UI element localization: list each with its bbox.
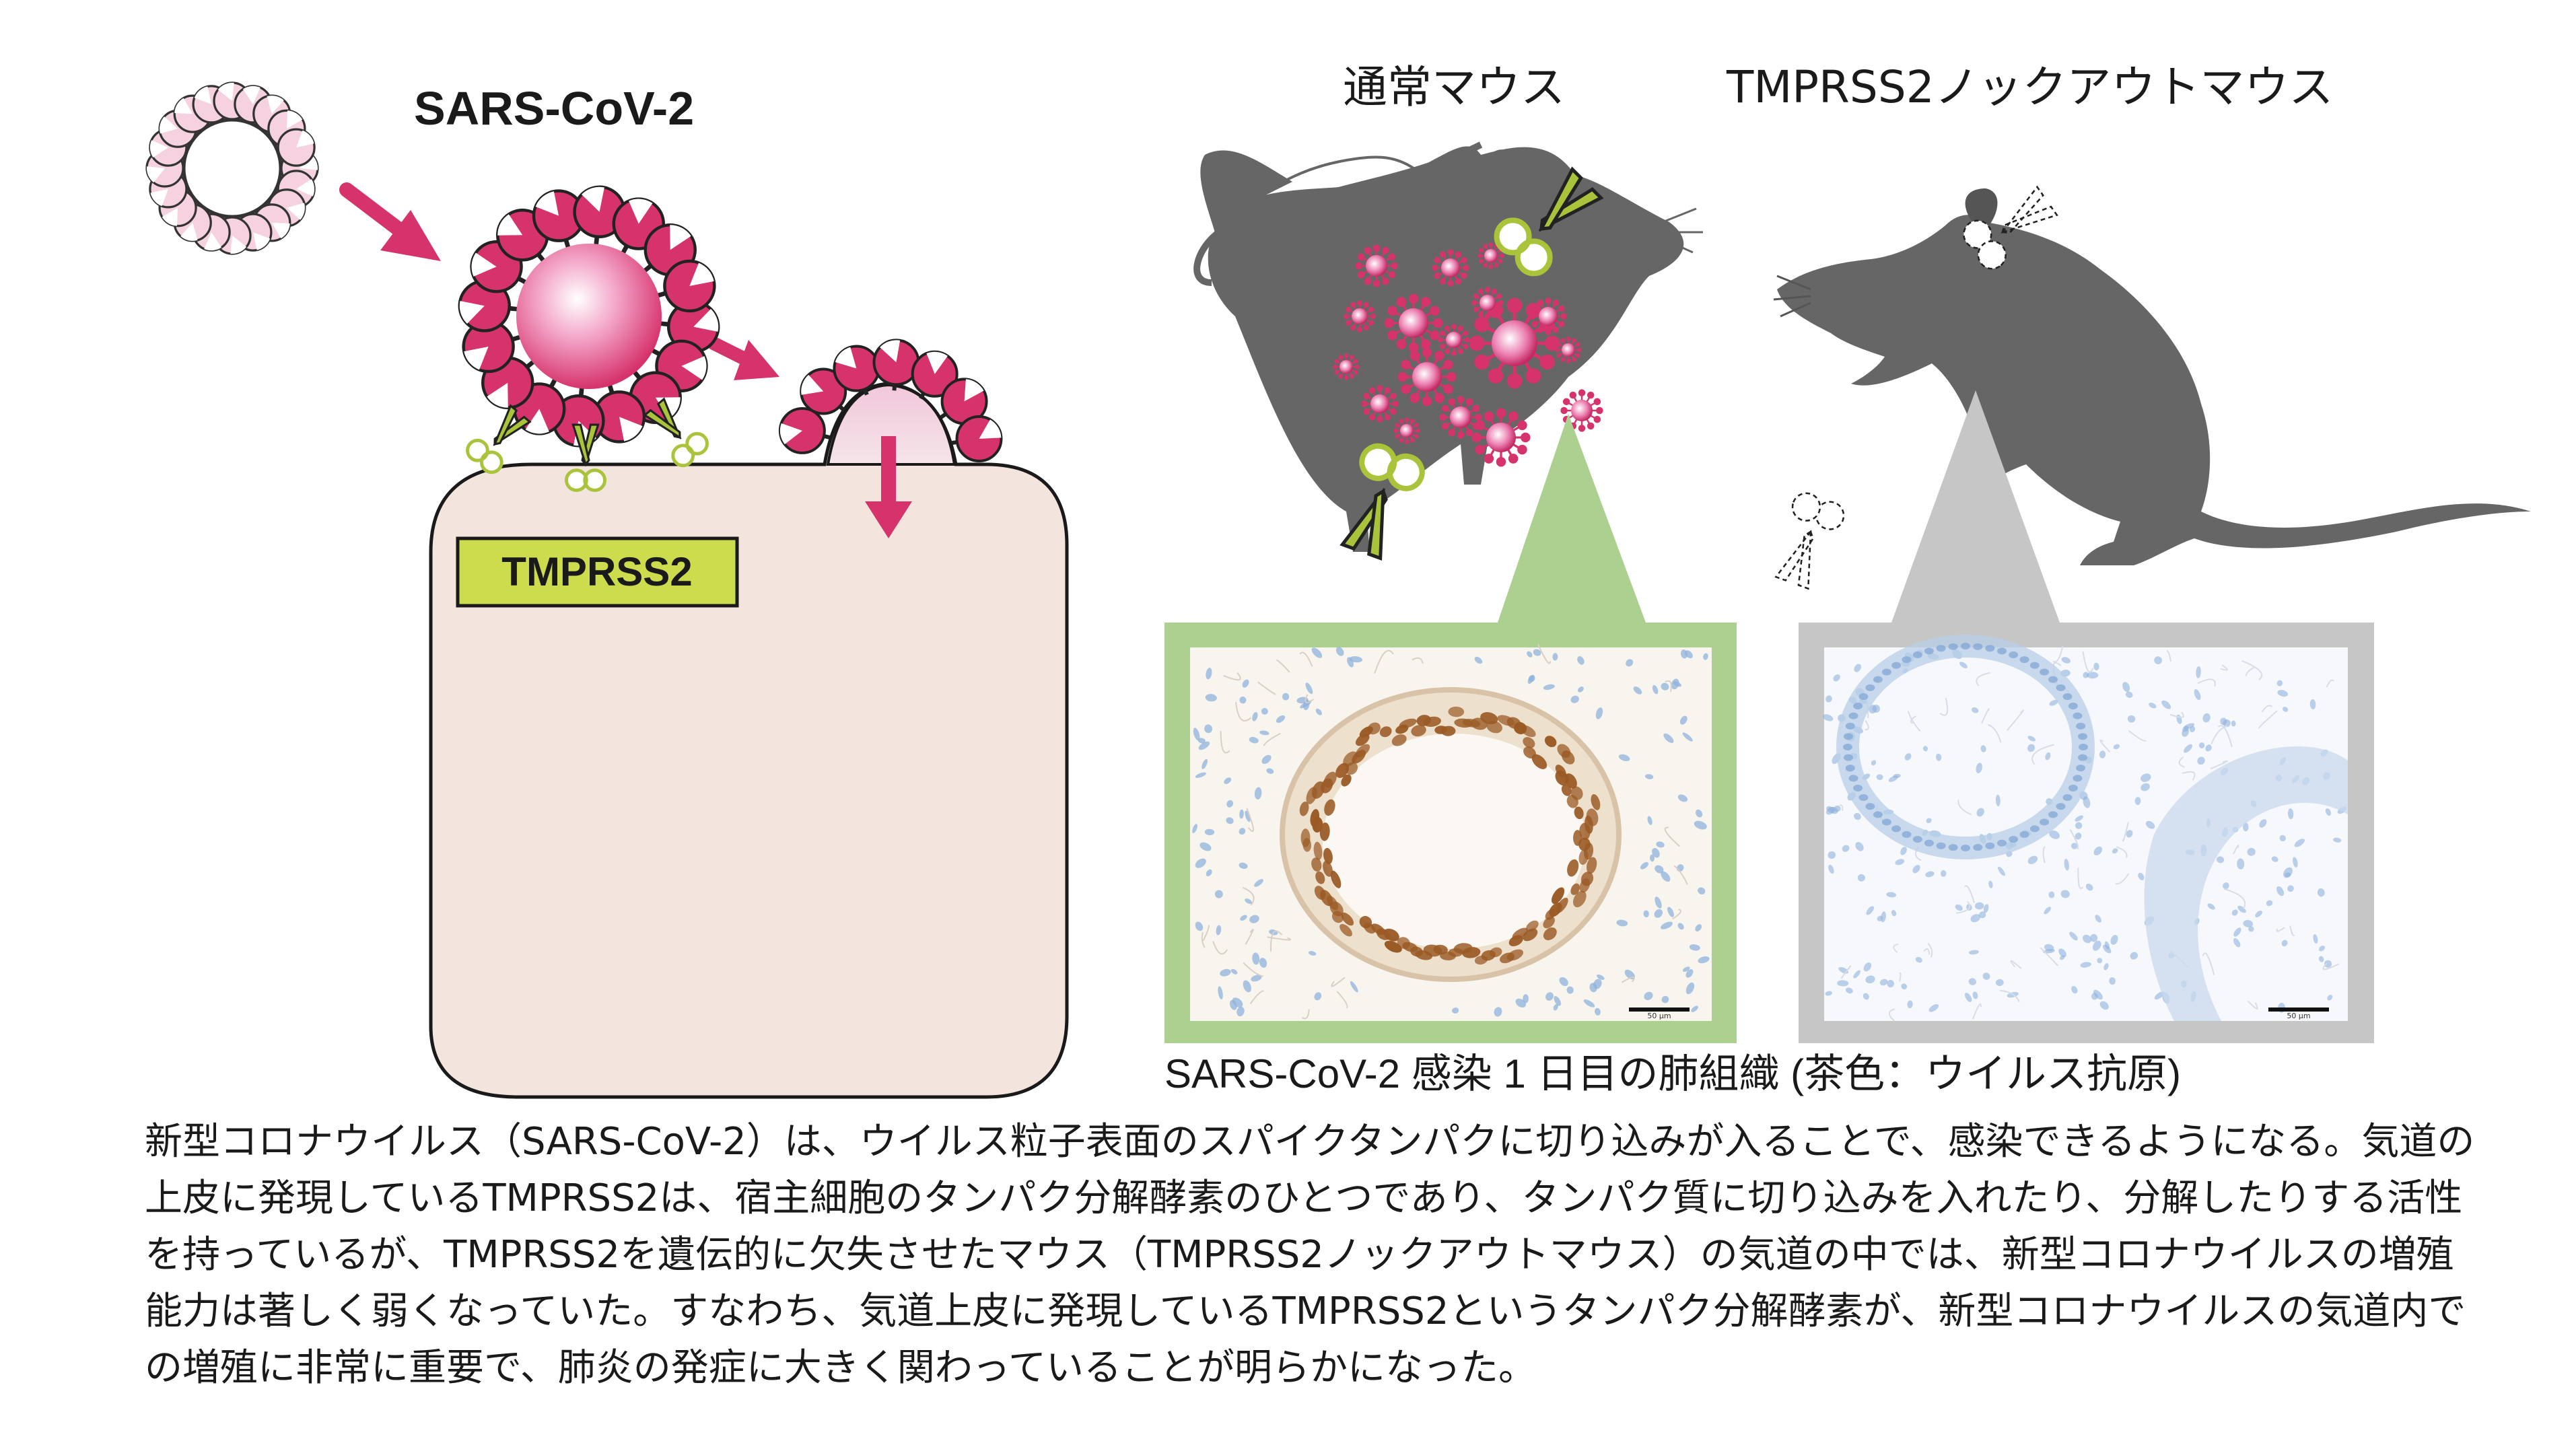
virus-cluster xyxy=(1333,242,1603,467)
virus-name-label: SARS-CoV-2 xyxy=(414,82,694,135)
virus-active xyxy=(458,185,720,448)
entry-arrow-icon xyxy=(865,436,912,538)
tissue-caption: SARS-CoV-2 感染 1 日目の肺組織 (茶色：ウイルス抗原) xyxy=(1164,1051,2181,1096)
virus-fusing xyxy=(778,339,1003,466)
enzyme-label: TMPRSS2 xyxy=(501,549,692,594)
mouse-tail xyxy=(1193,141,1483,286)
normal-mouse-label: 通常マウス xyxy=(1343,61,1565,113)
enzyme-label-box: TMPRSS2 xyxy=(456,536,739,608)
knockout-mouse xyxy=(1773,188,2531,565)
scissors-icon xyxy=(1339,166,1604,561)
knockout-mouse-label: TMPRSS2ノックアウトマウス xyxy=(1726,61,2333,113)
scale-bar-label: 50 μm xyxy=(1647,1012,1671,1020)
arrow-icon xyxy=(707,337,779,380)
explanation-paragraph: 新型コロナウイルス（SARS-CoV-2）は、ウイルス粒子表面のスパイクタンパク… xyxy=(145,1120,2475,1390)
scissors-icon xyxy=(466,397,709,492)
arrow-icon xyxy=(339,182,441,261)
inactive-virus xyxy=(145,81,319,255)
knockout-lung-panel: 50 μm xyxy=(1799,390,2374,1043)
normal-lung-panel: 50 μm xyxy=(1164,414,1737,1043)
scale-bar xyxy=(2268,1008,2329,1012)
scale-bar xyxy=(1629,1008,1690,1012)
scissors-icon xyxy=(1774,185,2058,590)
scale-bar-label: 50 μm xyxy=(2287,1012,2310,1020)
host-cell xyxy=(429,382,1069,1099)
